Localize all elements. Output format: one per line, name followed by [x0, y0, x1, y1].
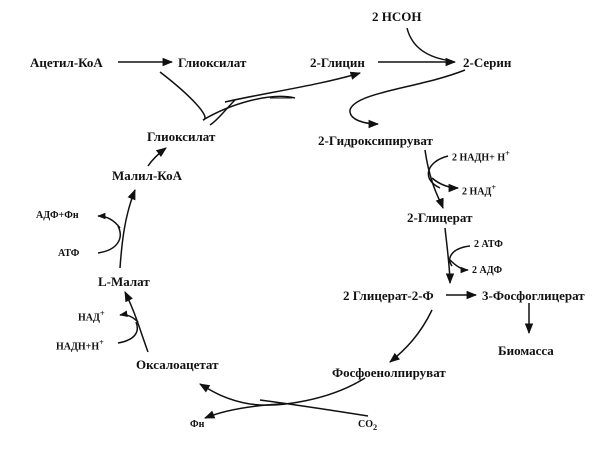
- cofactor-pi: Фн: [190, 419, 205, 430]
- arrow-adp-pi-out: [97, 212, 121, 229]
- arrow-nadh-in: [427, 155, 449, 189]
- compound-phosphoglycerate: 3-Фосфоглицерат: [482, 288, 585, 303]
- compound-hcoh: 2 НСОН: [372, 9, 422, 24]
- cofactor-nad-out: 2 НАД+: [462, 183, 497, 198]
- cofactor-adp-pi: АДФ+Фн: [36, 210, 79, 221]
- cofactor-co2: CO2: [358, 419, 378, 432]
- compound-hydroxypyruvate: 2-Гидроксипируват: [318, 133, 433, 148]
- compound-glyoxylate-left: Глиоксилат: [147, 129, 216, 144]
- compound-oxaloacetate: Оксалоацетат: [136, 357, 219, 372]
- arrow-to-glycine: [224, 71, 362, 103]
- compound-glycerate: 2-Глицерат: [407, 210, 473, 225]
- compound-pep: Фосфоенолпируват: [332, 365, 446, 380]
- arrow-nad-left-out: [119, 310, 139, 323]
- arrow-glycerate-to-glycerate2p: [444, 227, 455, 285]
- compound-malyl-coa: Малил-КоА: [112, 168, 182, 183]
- cofactor-nadh-left: НАДН+Н+: [56, 338, 104, 353]
- compound-glyoxylate-top: Глиоксилат: [178, 55, 247, 70]
- cofactor-nadh-in: 2 НАДН+ Н+: [452, 149, 510, 164]
- compound-acetyl-coa: Ацетил-КоА: [30, 55, 103, 70]
- arrow-atp-left-in: [97, 225, 121, 254]
- compound-l-malate: L-Малат: [98, 274, 150, 289]
- compound-glycine: 2-Глицин: [310, 55, 365, 70]
- arrow-to-glyoxylate-left: [209, 99, 236, 126]
- arrow-malate-to-malylcoa: [119, 189, 136, 269]
- arrow-nadh-left-in: [117, 321, 139, 344]
- compound-glycerate-2p: 2 Глицерат-2-Ф: [343, 288, 434, 303]
- cofactor-atp-left: АТФ: [58, 248, 80, 259]
- arrow-glyoxylate-arc: [159, 71, 296, 121]
- cofactor-atp-in: 2 АТФ: [474, 239, 503, 250]
- arrow-serine-to-hydroxypyruvate: [349, 69, 466, 129]
- arrow-nad-out: [431, 177, 460, 193]
- cofactor-adp-out: 2 АДФ: [472, 265, 503, 276]
- compound-biomass: Биомасса: [498, 343, 554, 358]
- arrow-malylcoa-to-glyoxylate: [147, 147, 167, 167]
- cofactor-nad-left: НАД+: [78, 309, 105, 324]
- arrow-pi-out: [204, 403, 281, 419]
- arrow-hcoh-input: [406, 27, 453, 62]
- arrow-pep-to-oxaloacetate: [199, 377, 366, 406]
- compound-serine: 2-Серин: [463, 55, 512, 70]
- arrow-adp-out: [449, 259, 469, 274]
- arrow-co2-in: [259, 399, 369, 417]
- arrow-hydroxypyruvate-to-glycerate: [424, 149, 444, 209]
- arrow-atp-in: [449, 245, 471, 267]
- arrow-to-pep: [389, 309, 433, 363]
